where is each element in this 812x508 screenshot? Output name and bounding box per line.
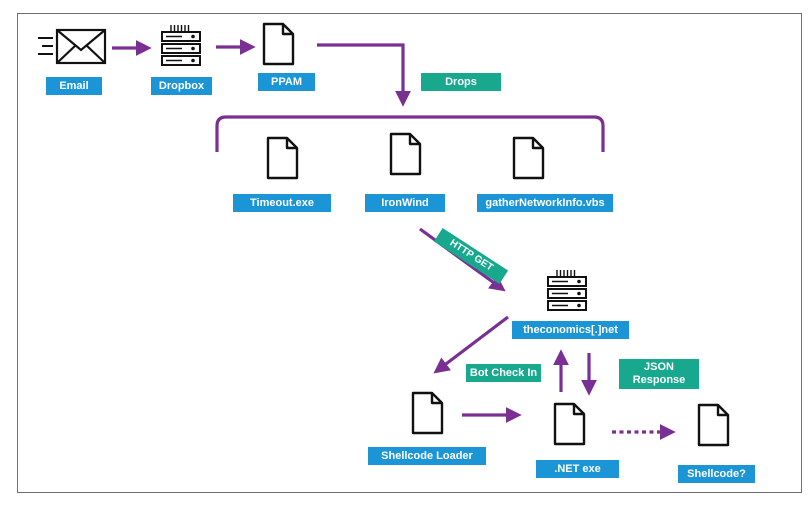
arrow-server-loader <box>433 315 509 374</box>
json-response-line2: Response <box>632 374 686 386</box>
shellcode-label: Shellcode? <box>678 465 755 483</box>
json-response-line1: JSON <box>644 361 674 373</box>
c2-server-icon <box>547 269 587 311</box>
gather-label: gatherNetworkInfo.vbs <box>477 194 613 212</box>
timeout-document-icon <box>266 136 299 180</box>
ironwind-label: IronWind <box>365 194 445 212</box>
ppam-label: PPAM <box>258 73 315 91</box>
dropped-files-bracket <box>215 115 605 152</box>
netexe-document-icon <box>553 402 586 446</box>
dropbox-label: Dropbox <box>151 77 212 95</box>
netexe-label: .NET exe <box>536 460 619 478</box>
loader-document-icon <box>411 391 444 435</box>
email-label: Email <box>46 77 102 95</box>
timeout-label: Timeout.exe <box>233 194 331 212</box>
ironwind-document-icon <box>389 132 422 176</box>
ppam-document-icon <box>262 22 295 66</box>
dropbox-server-icon <box>161 24 201 66</box>
bot-check-in-label: Bot Check In <box>466 364 541 382</box>
gather-document-icon <box>512 136 545 180</box>
shellcode-document-icon <box>697 403 730 447</box>
drops-label: Drops <box>421 73 501 91</box>
envelope-icon <box>38 28 107 65</box>
diagram-frame <box>17 13 802 493</box>
arrow-ppam-drops <box>317 43 411 107</box>
loader-label: Shellcode Loader <box>368 447 486 465</box>
server-label: theconomics[.]net <box>512 321 629 339</box>
json-response-label: JSON Response <box>619 359 699 389</box>
